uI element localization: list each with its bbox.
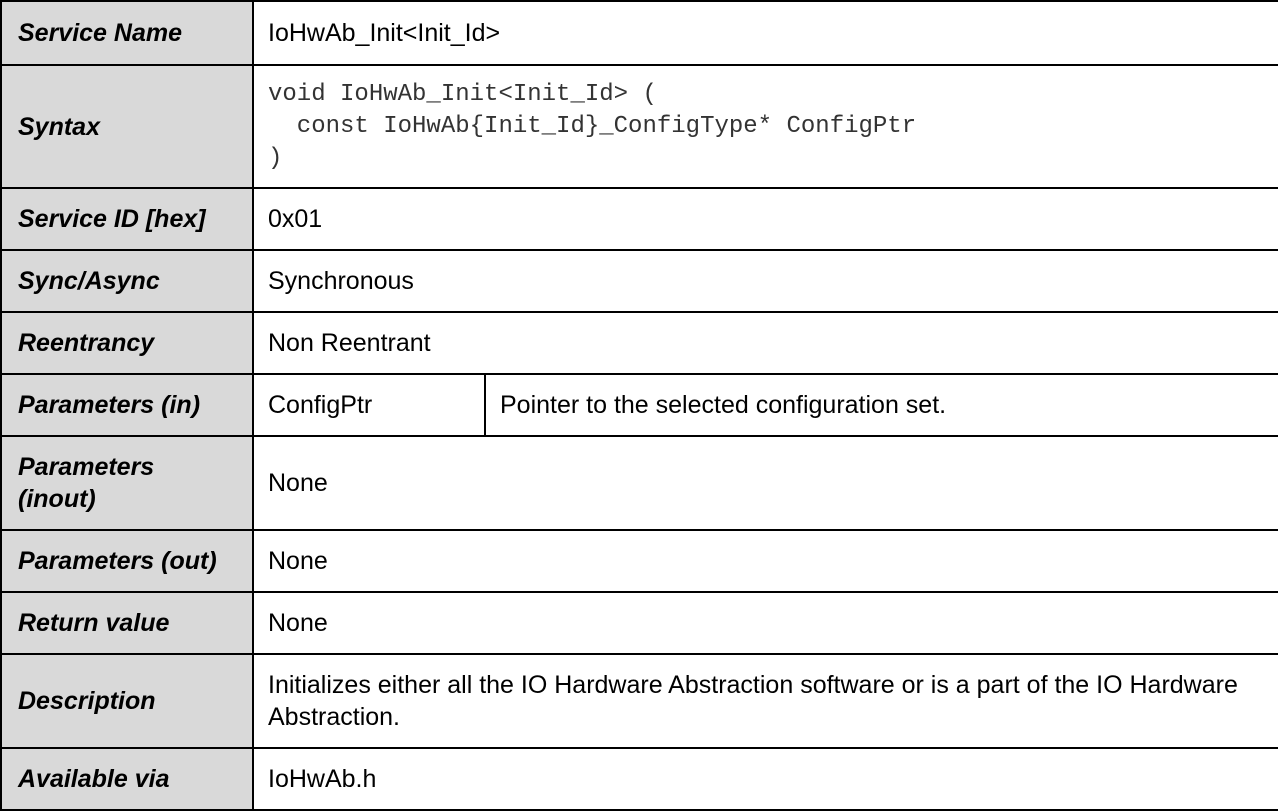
value-parameters-inout: None <box>252 435 1278 531</box>
label-parameters-inout: Parameters (inout) <box>0 435 254 531</box>
syntax-line-2: const IoHwAb{Init_Id}_ConfigType* Config… <box>268 112 917 140</box>
value-return-value: None <box>252 591 1278 655</box>
label-parameters-inout-line2: (inout) <box>18 485 96 513</box>
value-parameters-out: None <box>252 529 1278 593</box>
row-service-id: Service ID [hex] 0x01 <box>0 187 1278 251</box>
value-description: Initializes either all the IO Hardware A… <box>252 653 1278 749</box>
value-service-name: IoHwAb_Init<Init_Id> <box>252 0 1278 66</box>
param-in-description: Pointer to the selected configuration se… <box>484 373 1278 437</box>
label-service-id: Service ID [hex] <box>0 187 254 251</box>
label-syntax: Syntax <box>0 64 254 189</box>
value-syntax: void IoHwAb_Init<Init_Id> ( const IoHwAb… <box>252 64 1278 189</box>
label-parameters-out: Parameters (out) <box>0 529 254 593</box>
value-service-id: 0x01 <box>252 187 1278 251</box>
label-return-value: Return value <box>0 591 254 655</box>
label-available-via: Available via <box>0 747 254 811</box>
label-description: Description <box>0 653 254 749</box>
label-reentrancy: Reentrancy <box>0 311 254 375</box>
row-reentrancy: Reentrancy Non Reentrant <box>0 311 1278 375</box>
label-service-name: Service Name <box>0 0 254 66</box>
row-syntax: Syntax void IoHwAb_Init<Init_Id> ( const… <box>0 64 1278 189</box>
syntax-line-3: ) <box>268 144 283 172</box>
row-service-name: Service Name IoHwAb_Init<Init_Id> <box>0 0 1278 66</box>
param-in-name: ConfigPtr <box>252 373 486 437</box>
label-sync-async: Sync/Async <box>0 249 254 313</box>
label-parameters-inout-line1: Parameters <box>18 453 155 481</box>
value-sync-async: Synchronous <box>252 249 1278 313</box>
label-parameters-in: Parameters (in) <box>0 373 254 437</box>
row-return-value: Return value None <box>0 591 1278 655</box>
row-parameters-out: Parameters (out) None <box>0 529 1278 593</box>
row-description: Description Initializes either all the I… <box>0 653 1278 749</box>
row-sync-async: Sync/Async Synchronous <box>0 249 1278 313</box>
value-reentrancy: Non Reentrant <box>252 311 1278 375</box>
row-available-via: Available via IoHwAb.h <box>0 747 1278 811</box>
syntax-line-1: void IoHwAb_Init<Init_Id> ( <box>268 80 657 108</box>
row-parameters-in: Parameters (in) ConfigPtr Pointer to the… <box>0 373 1278 437</box>
value-available-via: IoHwAb.h <box>252 747 1278 811</box>
row-parameters-inout: Parameters (inout) None <box>0 435 1278 531</box>
